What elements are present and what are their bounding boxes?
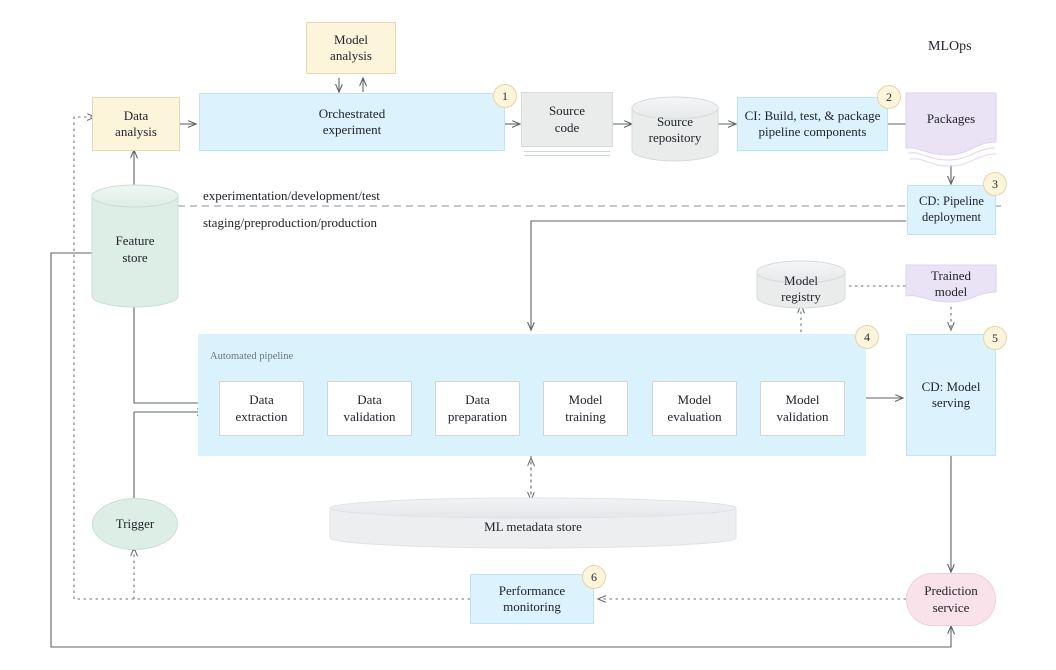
- source-code-stack-line-2: [524, 155, 610, 156]
- automated-pipeline-caption: Automated pipeline: [210, 351, 294, 362]
- node-source-code[interactable]: Source code: [521, 92, 613, 157]
- node-data-validation[interactable]: Data validation: [327, 381, 412, 436]
- badge-3: 3: [983, 172, 1007, 196]
- node-model-analysis[interactable]: Model analysis: [306, 22, 396, 74]
- node-trigger[interactable]: Trigger: [92, 498, 178, 550]
- badge-4: 4: [855, 325, 879, 349]
- node-ml-metadata-store-label: ML metadata store: [484, 518, 582, 534]
- node-data-validation-label: Data validation: [343, 392, 396, 424]
- node-data-analysis[interactable]: Data analysis: [92, 97, 180, 151]
- zone-label-bottom: staging/preproduction/production: [203, 215, 378, 230]
- node-data-extraction-label: Data extraction: [235, 392, 288, 424]
- node-feature-store[interactable]: Feature store: [92, 222, 178, 277]
- node-ml-metadata-store[interactable]: ML metadata store: [330, 512, 736, 542]
- node-ci-build[interactable]: CI: Build, test, & package pipeline comp…: [737, 97, 888, 151]
- node-data-analysis-label: Data analysis: [115, 107, 157, 139]
- node-model-evaluation-label: Model evaluation: [667, 392, 722, 424]
- source-code-stack-line-1: [524, 151, 610, 152]
- node-cd-model-serving[interactable]: CD: Model serving: [906, 334, 996, 456]
- node-prediction-service[interactable]: Prediction service: [906, 573, 996, 626]
- node-model-registry-label: Model registry: [781, 272, 821, 304]
- node-model-analysis-label: Model analysis: [330, 31, 372, 63]
- node-source-repository-label: Source repository: [648, 113, 702, 145]
- node-model-registry[interactable]: Model registry: [757, 268, 845, 310]
- node-performance-monitoring-label: Performance monitoring: [498, 582, 566, 614]
- node-orchestrated-experiment-label: Orchestrated experiment: [318, 105, 386, 137]
- node-source-code-label: Source code: [548, 103, 586, 135]
- diagram-title: MLOps: [928, 39, 972, 54]
- node-cd-pipeline-deployment[interactable]: CD: Pipeline deployment: [907, 185, 996, 235]
- node-trained-model-label: Trained model: [931, 267, 971, 299]
- node-packages-label: Packages: [926, 110, 976, 126]
- badge-2: 2: [877, 85, 901, 109]
- node-performance-monitoring[interactable]: Performance monitoring: [470, 574, 594, 624]
- node-trained-model[interactable]: Trained model: [906, 265, 996, 303]
- badge-6: 6: [582, 565, 606, 589]
- node-prediction-service-label: Prediction service: [924, 583, 978, 615]
- source-code-body: [521, 92, 613, 147]
- node-cd-pipeline-deployment-label: CD: Pipeline deployment: [919, 194, 984, 224]
- node-ci-build-label: CI: Build, test, & package pipeline comp…: [744, 107, 881, 139]
- node-trigger-label: Trigger: [115, 515, 155, 531]
- node-orchestrated-experiment[interactable]: Orchestrated experiment: [199, 93, 505, 151]
- node-model-training-label: Model training: [565, 392, 606, 424]
- zone-label-top: experimentation/development/test: [203, 188, 380, 203]
- node-feature-store-label: Feature store: [115, 233, 155, 265]
- node-data-preparation[interactable]: Data preparation: [435, 381, 520, 436]
- badge-5: 5: [983, 326, 1007, 350]
- node-data-preparation-label: Data preparation: [447, 392, 508, 424]
- node-model-validation-label: Model validation: [776, 392, 829, 424]
- node-model-evaluation[interactable]: Model evaluation: [652, 381, 737, 436]
- node-data-extraction[interactable]: Data extraction: [219, 381, 304, 436]
- node-model-training[interactable]: Model training: [543, 381, 628, 436]
- node-model-validation[interactable]: Model validation: [760, 381, 845, 436]
- badge-1: 1: [493, 84, 517, 108]
- node-source-repository[interactable]: Source repository: [632, 104, 718, 156]
- node-cd-model-serving-label: CD: Model serving: [921, 378, 981, 410]
- node-packages[interactable]: Packages: [906, 98, 996, 140]
